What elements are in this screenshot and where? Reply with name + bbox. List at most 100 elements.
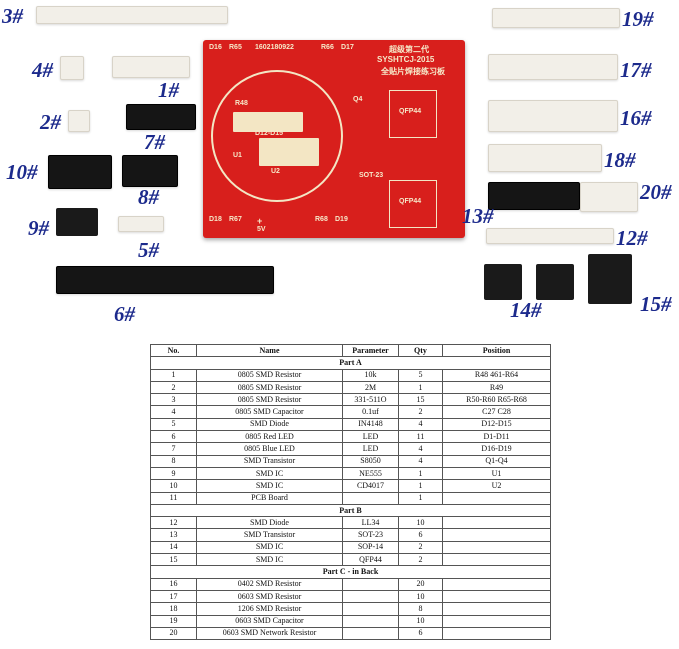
table-cell-name: 0805 Red LED: [196, 430, 343, 444]
table-cell-no: 8: [150, 454, 197, 468]
pcb-ic-u2: U2: [271, 168, 280, 175]
table-cell-pos: [442, 577, 551, 591]
table-cell-qty: 2: [398, 540, 443, 555]
pcb-mark-r48: R48: [235, 100, 248, 107]
label-20: 20#: [640, 180, 672, 204]
table-cell-qty: 8: [398, 602, 443, 616]
component-tape-4: [60, 56, 84, 80]
pcb-ic-footprint-u2: [259, 138, 319, 166]
component-9-ic: [56, 208, 98, 236]
component-tape-7: [126, 104, 196, 130]
table-cell-pos: U2: [442, 479, 551, 493]
pcb-qfp-footprint-top: [389, 90, 437, 138]
label-10: 10#: [6, 160, 38, 184]
label-15: 15#: [640, 292, 672, 316]
table-cell-name: 0402 SMD Resistor: [196, 577, 343, 591]
table-cell-param: NE555: [342, 466, 399, 481]
table-cell-no: 18: [150, 602, 197, 616]
label-13: 13#: [462, 204, 494, 228]
table-cell-param: QFP44: [342, 553, 399, 567]
table-cell-qty: 1: [398, 380, 443, 395]
table-cell-no: 19: [150, 614, 197, 628]
component-tape-10: [48, 155, 112, 189]
table-cell-param: LED: [342, 430, 399, 444]
component-tape-5: [118, 216, 164, 232]
table-cell-qty: 15: [398, 393, 443, 407]
table-cell-param: 0.1uf: [342, 405, 399, 419]
table-cell-pos: [442, 602, 551, 616]
table-cell-no: 2: [150, 380, 197, 395]
label-12: 12#: [616, 226, 648, 250]
table-cell-qty: 1: [398, 491, 443, 505]
table-cell-name: 0603 SMD Network Resistor: [196, 626, 343, 641]
label-2: 2#: [40, 110, 61, 134]
table-cell-pos: Q1-Q4: [442, 454, 551, 468]
pcb-mark-q: Q4: [353, 96, 363, 103]
table-cell-param: 331-511O: [342, 393, 399, 407]
table-cell-param: [342, 614, 399, 628]
pcb-mark-r66: R66: [321, 44, 334, 51]
pcb-mark-d16: D16: [209, 44, 222, 51]
table-cell-name: 0805 SMD Resistor: [196, 368, 343, 382]
table-cell-qty: 10: [398, 614, 443, 628]
table-cell-param: LL34: [342, 516, 399, 530]
table-cell-no: 9: [150, 466, 197, 481]
table-cell-pos: D12-D15: [442, 417, 551, 432]
pcb-model: SYSHTCJ-2015: [377, 55, 435, 64]
table-cell-qty: 1: [398, 466, 443, 481]
table-cell-pos: [442, 589, 551, 604]
label-16: 16#: [620, 106, 652, 130]
component-14-qfp-a: [484, 264, 522, 300]
table-cell-pos: R49: [442, 380, 551, 395]
table-cell-name: SMD Transistor: [196, 454, 343, 468]
table-cell-no: 6: [150, 430, 197, 444]
label-18: 18#: [604, 148, 636, 172]
table-cell-param: SOP-14: [342, 540, 399, 555]
table-cell-no: 13: [150, 528, 197, 542]
component-tape-2: [68, 110, 90, 132]
table-cell-pos: [442, 491, 551, 505]
table-cell-qty: 4: [398, 442, 443, 456]
table-cell-param: CD4017: [342, 479, 399, 493]
component-14-qfp-b: [536, 264, 574, 300]
header-qty: Qty: [398, 343, 443, 358]
table-cell-name: SMD Diode: [196, 516, 343, 530]
pcb-sot-label: SOT-23: [359, 172, 384, 179]
table-cell-name: 0805 SMD Resistor: [196, 380, 343, 395]
table-header-row: No. Name Parameter Qty Position: [150, 343, 551, 358]
label-5: 5#: [138, 238, 159, 262]
component-tape-6: [56, 266, 274, 294]
pcb-led-ring: [211, 70, 343, 202]
table-cell-param: S8050: [342, 454, 399, 468]
components-photo: 3# 4# 1# 2# 7# 10# 8# 9# 5# 6# D16 R65 1…: [2, 5, 672, 325]
table-cell-pos: [442, 540, 551, 555]
component-15-ic: [588, 254, 632, 304]
table-cell-no: 10: [150, 479, 197, 493]
label-8: 8#: [138, 185, 159, 209]
label-19: 19#: [622, 7, 654, 31]
pcb-ic-u1: U1: [233, 152, 242, 159]
table-cell-pos: R48 461-R64: [442, 368, 551, 382]
label-17: 17#: [620, 58, 652, 82]
pcb-qfp-footprint-bottom: [389, 180, 437, 228]
table-cell-param: [342, 589, 399, 604]
table-cell-pos: [442, 626, 551, 641]
pcb-mark-r67: R67: [229, 216, 242, 223]
pcb-serial: 1602180922: [255, 44, 294, 51]
table-cell-name: 0805 SMD Resistor: [196, 393, 343, 407]
